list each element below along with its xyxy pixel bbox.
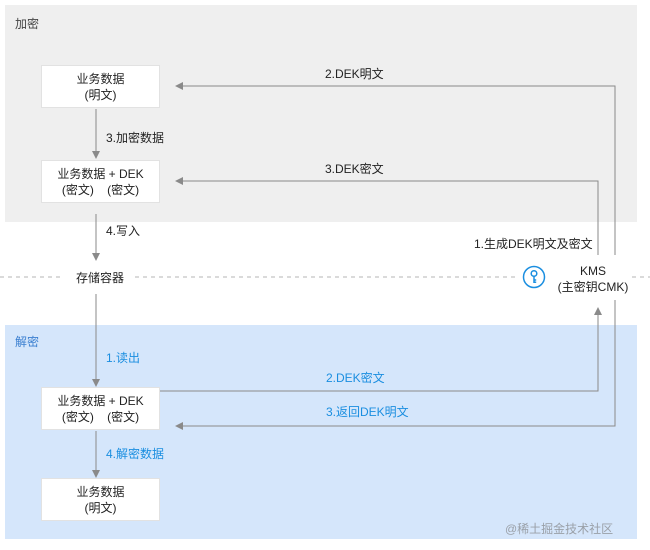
box-plain-data-decrypt: 业务数据 (明文) (41, 478, 160, 521)
step-return-dek-plain-label: 3.返回DEK明文 (326, 405, 409, 419)
box-line: (明文) (84, 87, 117, 102)
box-line: 业务数据 (76, 71, 125, 86)
box-line: (密文) (密文) (61, 409, 140, 424)
step-encrypt-data-label: 3.加密数据 (106, 131, 165, 145)
box-line: 业务数据 + DEK (57, 393, 144, 408)
storage-container-label: 存储容器 (76, 271, 125, 285)
box-line: (明文) (84, 500, 117, 515)
step-decrypt-data-label: 4.解密数据 (106, 447, 165, 461)
decrypt-section-label: 解密 (15, 335, 40, 349)
arrow-dek-plain (175, 82, 616, 255)
step-dek-plain-label: 2.DEK明文 (325, 67, 384, 81)
kms-subtitle: (主密钥CMK) (557, 280, 629, 294)
encrypt-section-label: 加密 (15, 17, 40, 31)
box-line: 业务数据 (76, 484, 125, 499)
box-line: (密文) (密文) (61, 182, 140, 197)
step-write-label: 4.写入 (106, 224, 141, 238)
arrow-dek-cipher (175, 177, 599, 255)
kms-node: KMS (主密钥CMK) (553, 263, 633, 295)
box-cipher-data-encrypt: 业务数据 + DEK (密文) (密文) (41, 160, 160, 203)
kms-title: KMS (579, 264, 606, 278)
step-generate-dek-label: 1.生成DEK明文及密文 (474, 237, 593, 251)
arrow-return-dek-plain (175, 300, 616, 430)
box-line: 业务数据 + DEK (57, 166, 144, 181)
key-icon (522, 265, 546, 289)
arrow-dek-cipher-send (160, 307, 602, 392)
box-plain-data-encrypt: 业务数据 (明文) (41, 65, 160, 108)
step-dek-cipher-send-label: 2.DEK密文 (326, 371, 385, 385)
step-read-label: 1.读出 (106, 351, 141, 365)
box-cipher-data-decrypt: 业务数据 + DEK (密文) (密文) (41, 387, 160, 430)
watermark: @稀土掘金技术社区 (505, 522, 614, 536)
step-dek-cipher-label: 3.DEK密文 (325, 162, 384, 176)
